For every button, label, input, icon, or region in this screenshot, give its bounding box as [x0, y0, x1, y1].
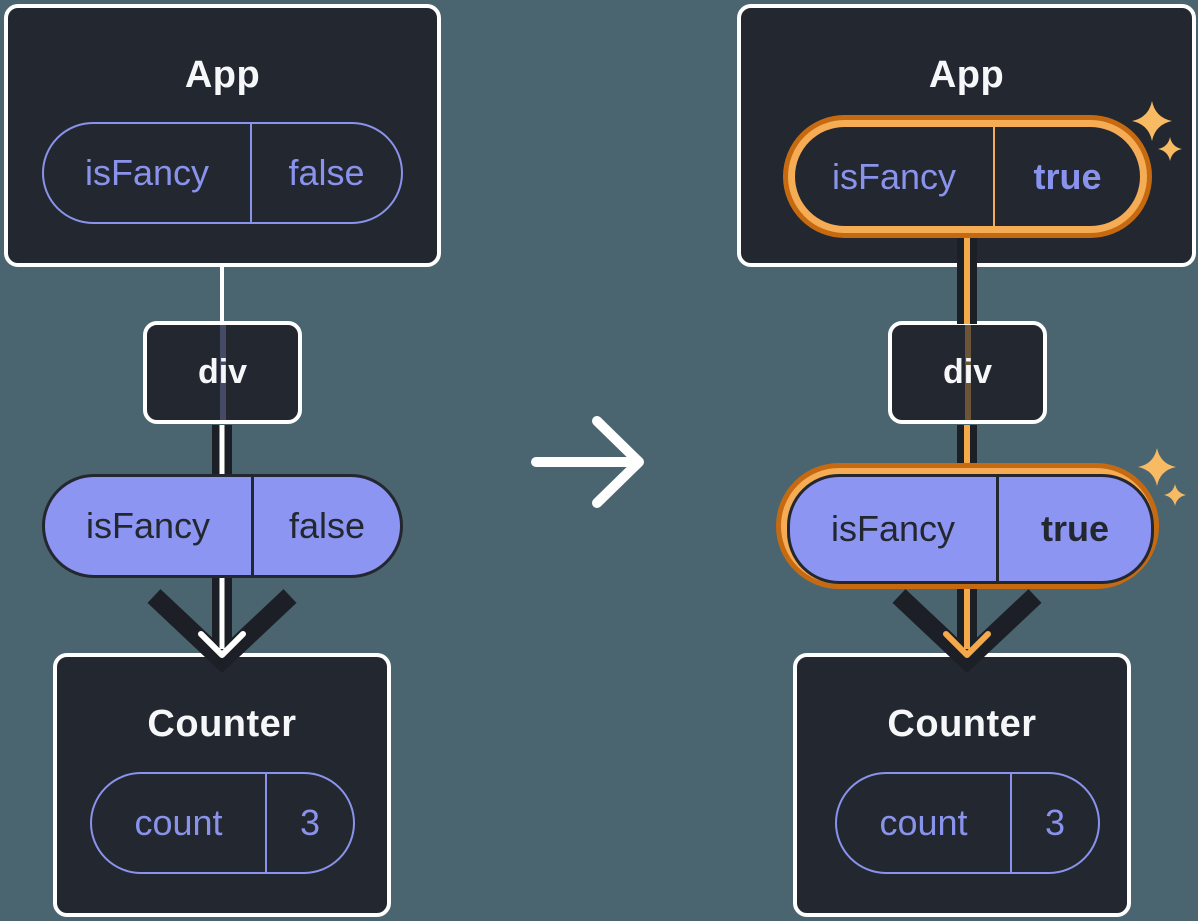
- right-flow-lines: [892, 236, 1042, 674]
- left-app-title: App: [184, 54, 261, 96]
- arrow-down-tip-icon: [198, 631, 246, 658]
- right-div-label: div: [942, 353, 993, 391]
- state-value: 3: [299, 802, 321, 843]
- prop-name: isFancy: [44, 124, 252, 222]
- right-div-passthrough-line: [965, 325, 971, 420]
- left-div-box: div: [143, 321, 302, 424]
- right-app-title: App: [928, 54, 1005, 96]
- left-counter-state-pill: count 3: [90, 772, 355, 874]
- right-state-pill-highlight-ring: isFancy true: [776, 463, 1159, 589]
- state-name: count: [92, 774, 267, 872]
- left-div-label: div: [197, 353, 248, 391]
- arrow-down-icon: [892, 589, 1042, 674]
- left-div-passthrough-line: [220, 325, 226, 420]
- arrow-down-icon: [147, 589, 297, 674]
- state-value: 3: [1044, 802, 1066, 843]
- left-state-pill: isFancy false: [42, 474, 403, 578]
- state-value: true: [1040, 508, 1109, 549]
- arrow-right-icon: [531, 416, 644, 508]
- right-app-prop-pill-highlight-ring: isFancy true: [783, 115, 1152, 238]
- state-name: isFancy: [45, 477, 254, 575]
- right-state-pill: isFancy true: [787, 474, 1154, 584]
- prop-name: isFancy: [795, 127, 995, 226]
- left-app-prop-pill: isFancy false: [42, 122, 403, 224]
- right-div-box: div: [888, 321, 1047, 424]
- right-counter-title: Counter: [887, 703, 1037, 745]
- prop-value: false: [288, 152, 365, 193]
- state-value: false: [288, 505, 366, 546]
- left-counter-title: Counter: [147, 703, 297, 745]
- prop-value: true: [1033, 155, 1102, 197]
- right-counter-state-pill: count 3: [835, 772, 1100, 874]
- state-name: count: [837, 774, 1012, 872]
- arrow-down-tip-icon: [943, 631, 991, 658]
- state-name: isFancy: [790, 477, 999, 581]
- right-app-prop-pill: isFancy true: [795, 127, 1140, 226]
